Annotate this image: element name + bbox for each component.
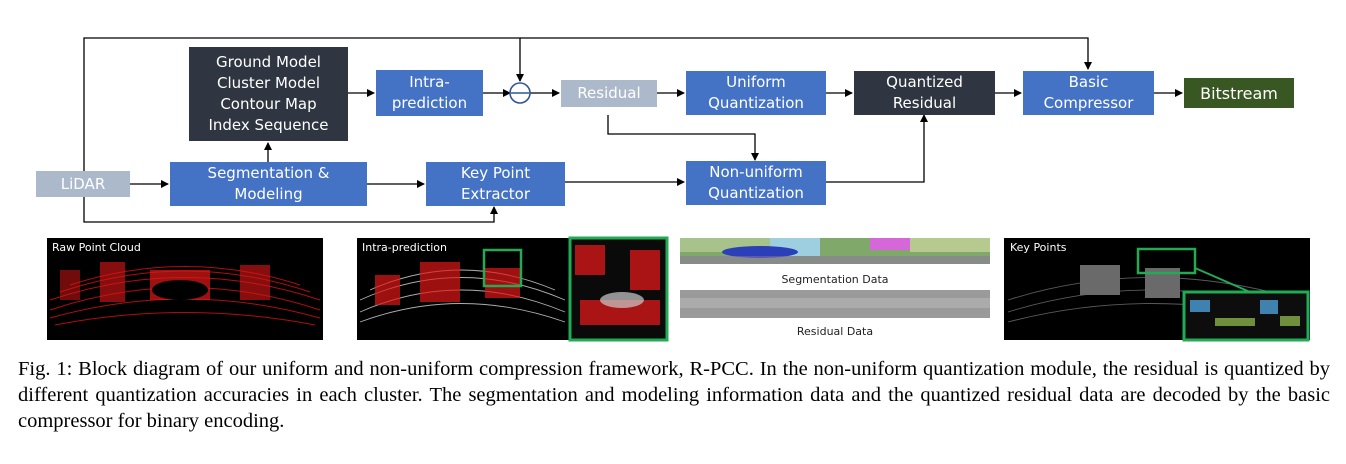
intra-prediction-image — [357, 236, 669, 342]
arrow-residual-to-nonuniform — [607, 115, 759, 161]
intra-prediction-block: Intra- prediction — [376, 70, 483, 116]
uniform-quantization-block: Uniform Quantization — [686, 71, 826, 115]
lidar-block: LiDAR — [36, 171, 130, 197]
raw-point-cloud-image — [47, 238, 323, 340]
key-points-label: Key Points — [1010, 241, 1067, 254]
residual-data-label: Residual Data — [796, 325, 874, 338]
arrow-lidar-to-minus — [83, 37, 524, 171]
bitstream-block: Bitstream — [1184, 78, 1294, 108]
basic-compressor-block: Basic Compressor — [1023, 71, 1154, 115]
quantized-residual-block: Quantized Residual — [854, 71, 995, 115]
subtraction-node — [509, 82, 531, 104]
segmentation-modeling-block: Segmentation & Modeling — [170, 162, 367, 206]
segmentation-data-image — [680, 238, 990, 264]
arrow-lidar-to-compressor — [520, 37, 1092, 70]
block-diagram — [47, 37, 1310, 342]
connector-arrows — [83, 37, 1183, 223]
arrow-lidar-to-keypoint — [83, 197, 498, 223]
raw-point-cloud-label: Raw Point Cloud — [52, 241, 141, 254]
residual-block: Residual — [561, 80, 657, 107]
arrow-nonuniform-to-quantized — [826, 114, 928, 183]
segmentation-data-label: Segmentation Data — [781, 273, 889, 286]
nonuniform-quantization-block: Non-uniform Quantization — [686, 161, 826, 205]
figure-caption: Fig. 1: Block diagram of our uniform and… — [18, 358, 1330, 432]
intra-prediction-label: Intra-prediction — [362, 241, 447, 254]
residual-data-image — [680, 290, 990, 318]
model-info-block: Ground Model Cluster Model Contour Map I… — [189, 47, 348, 141]
key-point-extractor-block: Key Point Extractor — [426, 162, 565, 206]
key-points-image — [1004, 238, 1310, 342]
